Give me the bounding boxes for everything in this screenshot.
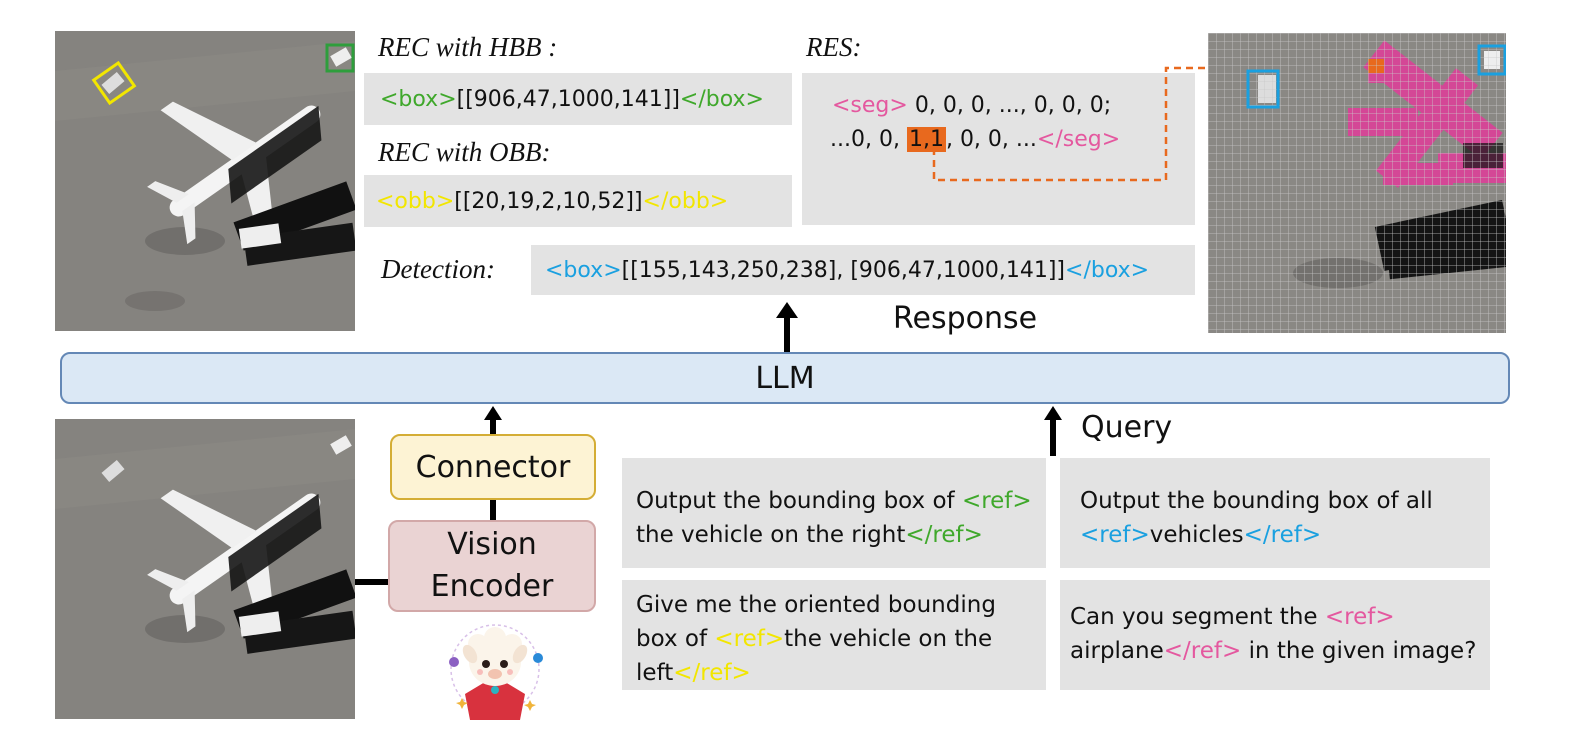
- obb-value: [[20,19,2,10,52]]: [454, 188, 643, 214]
- rec-obb-title: REC with OBB:: [378, 137, 551, 167]
- query-box-hbb: Output the bounding box of <ref> the vehi…: [622, 458, 1046, 568]
- query-box-seg: Can you segment the <ref>airplane</ref> …: [1060, 580, 1490, 690]
- encoder-label-line2: Encoder: [430, 569, 554, 604]
- res-box: <seg> 0, 0, 0, ..., 0, 0, 0; ...0, 0, 1,…: [802, 73, 1195, 225]
- res-line-1: <seg> 0, 0, 0, ..., 0, 0, 0;: [832, 89, 1195, 123]
- seg-close-tag: </seg>: [1036, 127, 1121, 152]
- connector-block: Connector: [390, 434, 596, 500]
- arrow-query-to-llm-icon: [1044, 406, 1062, 456]
- q3-pre: Give me the oriented bounding box of: [636, 592, 996, 652]
- res-line2-pre: ...0, 0,: [830, 127, 907, 152]
- res-line-2: ...0, 0, 1,1, 0, 0, ...</seg>: [830, 123, 1195, 157]
- arrow-connector-to-llm-icon: [484, 406, 502, 436]
- det-close-tag: </box>: [1065, 257, 1150, 283]
- obb-open-tag: <obb>: [376, 188, 455, 214]
- detection-title: Detection:: [381, 254, 495, 284]
- res-highlight-cells: 1,1: [906, 127, 946, 152]
- res-title: RES:: [806, 32, 862, 62]
- query-box-detection: Output the bounding box of all <ref>vehic…: [1060, 458, 1490, 568]
- res-line2-post: , 0, 0, ...: [945, 127, 1037, 152]
- q4-pre: Can you segment the: [1070, 604, 1325, 630]
- aerial-image-rec: [55, 31, 355, 331]
- encoder-label-line1: Vision: [447, 527, 537, 562]
- q3-ref-close: </ref>: [673, 660, 751, 686]
- vision-encoder-block: Vision Encoder: [388, 520, 596, 612]
- q4-post: in the given image?: [1241, 638, 1477, 664]
- q1-ref-open: <ref>: [961, 488, 1032, 514]
- aerial-image-res: [1208, 33, 1506, 333]
- q1-pre: Output the bounding box of: [636, 488, 962, 514]
- image-to-encoder-line: [355, 579, 390, 585]
- detection-value: [[155,143,250,238], [906,47,1000,141]]: [621, 257, 1066, 283]
- q4-ref-close: </ref>: [1163, 638, 1242, 664]
- q2-text: vehicles: [1149, 522, 1244, 548]
- obb-close-tag: </obb>: [642, 188, 729, 214]
- arrow-llm-to-response-icon: [776, 302, 798, 354]
- q2-pre: Output the bounding box of all: [1080, 488, 1433, 514]
- q3-text: the vehicle on the left: [636, 626, 993, 686]
- llm-block: LLM: [60, 352, 1510, 404]
- rec-hbb-title: REC with HBB :: [378, 32, 558, 62]
- rec-obb-box: <obb>[[20,19,2,10,52]]</obb>: [364, 175, 792, 227]
- q1-text: the vehicle on the right: [636, 522, 906, 548]
- query-label: Query: [1081, 410, 1173, 445]
- q2-ref-open: <ref>: [1080, 522, 1150, 548]
- query-box-obb: Give me the oriented bounding box of <re…: [622, 580, 1046, 690]
- q1-ref-close: </ref>: [905, 522, 983, 548]
- det-open-tag: <box>: [545, 257, 622, 283]
- q4-ref-open: <ref>: [1324, 604, 1395, 630]
- detection-box: <box>[[155,143,250,238], [906,47,1000,14…: [531, 245, 1195, 295]
- encoder-to-connector-line: [490, 500, 496, 520]
- aerial-image-input: [55, 419, 355, 719]
- response-label: Response: [893, 301, 1038, 336]
- box-close-tag: </box>: [679, 86, 764, 112]
- rec-hbb-box: <box>[[906,47,1000,141]]</box>: [364, 73, 792, 125]
- hbb-value: [[906,47,1000,141]]: [456, 86, 680, 112]
- q3-ref-open: <ref>: [714, 626, 785, 652]
- q2-ref-close: </ref>: [1243, 522, 1322, 548]
- res-line1-text: 0, 0, 0, ..., 0, 0, 0;: [907, 93, 1112, 118]
- seg-open-tag: <seg>: [832, 93, 908, 118]
- q4-text: airplane: [1070, 638, 1164, 664]
- box-open-tag: <box>: [380, 86, 457, 112]
- llama-mascot-icon: [449, 624, 543, 720]
